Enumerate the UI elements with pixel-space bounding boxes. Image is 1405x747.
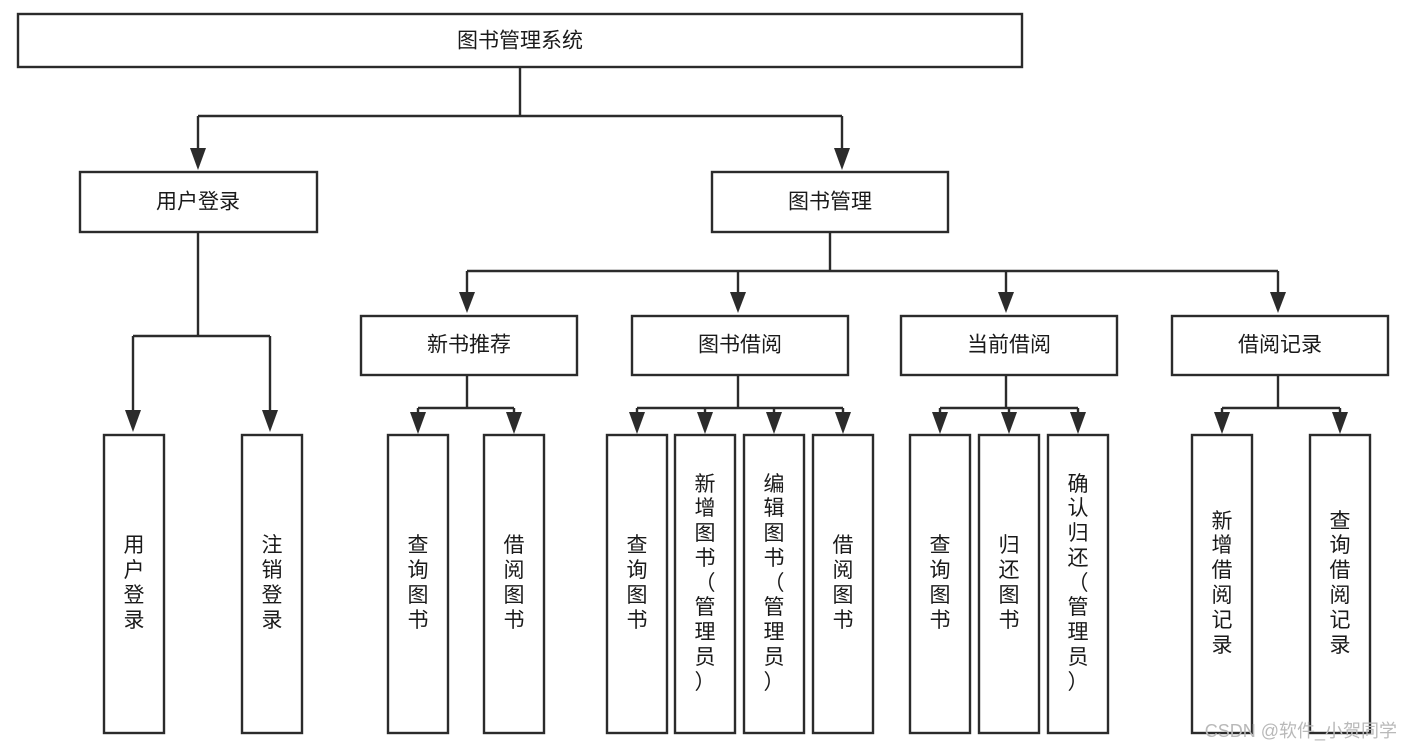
leaf-node-return-book[interactable]: [977, 433, 1041, 735]
node-current-borrow[interactable]: 当前借阅: [899, 314, 1119, 377]
arrow-head-icon: [932, 412, 948, 434]
node-current-borrow-label: 当前借阅: [967, 334, 1051, 357]
node-user-login-label: 用户登录: [156, 191, 240, 214]
arrow-head-icon: [1070, 412, 1086, 434]
node-book-borrow-label: 图书借阅: [698, 334, 782, 357]
node-new-book-recommend-label: 新书推荐: [427, 334, 511, 357]
leaf-node-query-book-bb[interactable]: [605, 433, 669, 735]
leaf-node-user-login[interactable]: [102, 433, 166, 735]
arrow-head-icon: [1332, 412, 1348, 434]
arrow-head-icon: [1214, 412, 1230, 434]
connector-current-borrow-to-leaves: [932, 375, 1086, 434]
leaf-node-edit-book-admin[interactable]: [742, 433, 806, 735]
leaf-node-confirm-return-admin[interactable]: [1046, 433, 1110, 735]
arrow-head-icon: [629, 412, 645, 434]
arrow-head-icon: [835, 412, 851, 434]
arrow-head-icon: [190, 148, 206, 170]
arrow-head-icon: [1270, 292, 1286, 313]
arrow-head-icon: [459, 292, 475, 313]
connector-book-manage-to-level3: [459, 232, 1286, 313]
node-root-book-management-system[interactable]: 图书管理系统: [16, 12, 1024, 69]
arrow-head-icon: [1001, 412, 1017, 434]
node-book-borrow[interactable]: 图书借阅: [630, 314, 850, 377]
leaf-node-query-book-nbr[interactable]: [386, 433, 450, 735]
leaf-node-add-book-admin[interactable]: [673, 433, 737, 735]
connector-book-borrow-to-leaves: [629, 375, 851, 434]
node-book-management-label: 图书管理: [788, 191, 872, 214]
leaf-node-query-borrow-record[interactable]: [1308, 433, 1372, 735]
arrow-head-icon: [730, 292, 746, 313]
arrow-head-icon: [506, 412, 522, 434]
arrow-head-icon: [262, 410, 278, 432]
connector-new-book-to-leaves: [410, 375, 522, 434]
leaf-node-add-borrow-record[interactable]: [1190, 433, 1254, 735]
node-user-login[interactable]: 用户登录: [78, 170, 319, 234]
connector-borrow-record-to-leaves: [1214, 375, 1348, 434]
leaf-node-query-book-cb[interactable]: [908, 433, 972, 735]
connector-root-to-level2: [190, 67, 850, 170]
connector-user-login-to-leaves: [125, 232, 278, 432]
leaf-node-borrow-book-bb[interactable]: [811, 433, 875, 735]
node-borrow-record-label: 借阅记录: [1238, 334, 1322, 357]
arrow-head-icon: [125, 410, 141, 432]
arrow-head-icon: [697, 412, 713, 434]
node-root-label: 图书管理系统: [457, 30, 583, 53]
node-book-management[interactable]: 图书管理: [710, 170, 950, 234]
leaf-node-borrow-book-nbr[interactable]: [482, 433, 546, 735]
node-borrow-record[interactable]: 借阅记录: [1170, 314, 1390, 377]
node-new-book-recommend[interactable]: 新书推荐: [359, 314, 579, 377]
arrow-head-icon: [998, 292, 1014, 313]
arrow-head-icon: [766, 412, 782, 434]
leaf-node-logout[interactable]: [240, 433, 304, 735]
arrow-head-icon: [410, 412, 426, 434]
arrow-head-icon: [834, 148, 850, 170]
